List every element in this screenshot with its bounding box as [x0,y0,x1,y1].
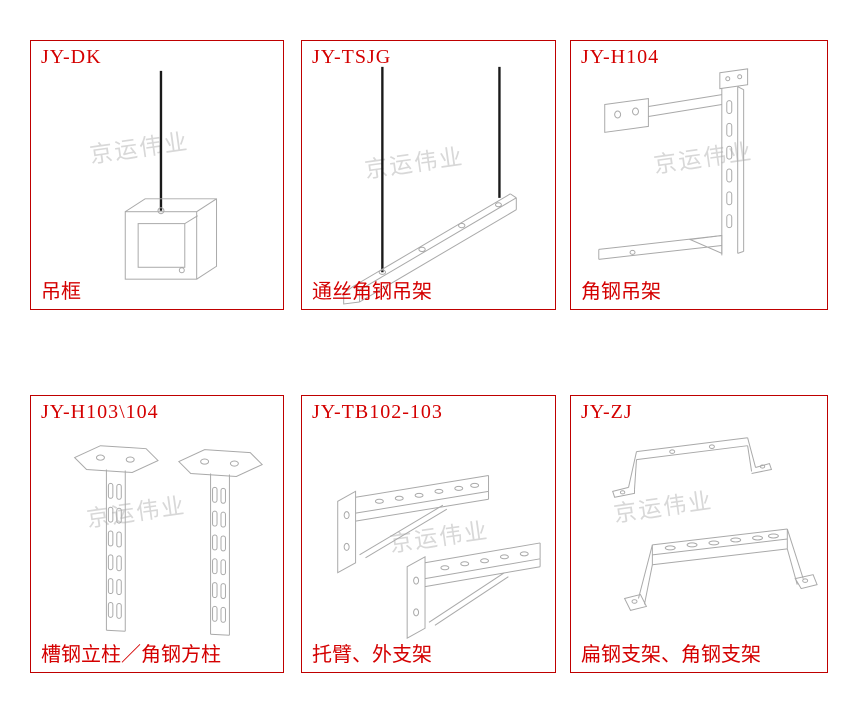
cantilever-bracket-drawing [337,474,541,640]
panel-jy-dk: JY-DK 京运伟业 吊框 [30,40,284,310]
product-label: 扁钢支架、角钢支架 [581,644,761,666]
product-label: 吊框 [41,281,81,303]
product-label: 托臂、外支架 [312,644,432,666]
product-code: JY-TSJG [312,46,392,68]
product-code: JY-H103\104 [41,401,159,423]
product-label: 角钢吊架 [581,281,661,303]
product-code: JY-DK [41,46,102,68]
product-label: 槽钢立柱／角钢方柱 [41,644,221,666]
channel-column-drawing [73,445,264,636]
product-code: JY-H104 [581,46,660,68]
threaded-rod-hanger-drawing [343,66,517,305]
panel-jy-zj: JY-ZJ 京运伟业 [570,395,828,673]
angle-steel-hanger-drawing [598,68,749,260]
product-code: JY-TB102-103 [312,401,443,423]
product-label: 通丝角钢吊架 [312,281,432,303]
panel-jy-tb102-103: JY-TB102-103 京运伟业 [301,395,556,673]
panel-jy-h103-104: JY-H103\104 京运伟业 [30,395,284,673]
flat-steel-bracket-drawing [612,437,818,611]
panel-jy-tsjg: JY-TSJG 京运伟业 通丝角钢吊架 [301,40,556,310]
hanging-frame-drawing [124,70,218,280]
product-code: JY-ZJ [581,401,633,423]
panel-jy-h104: JY-H104 京运伟业 角钢吊架 [570,40,828,310]
